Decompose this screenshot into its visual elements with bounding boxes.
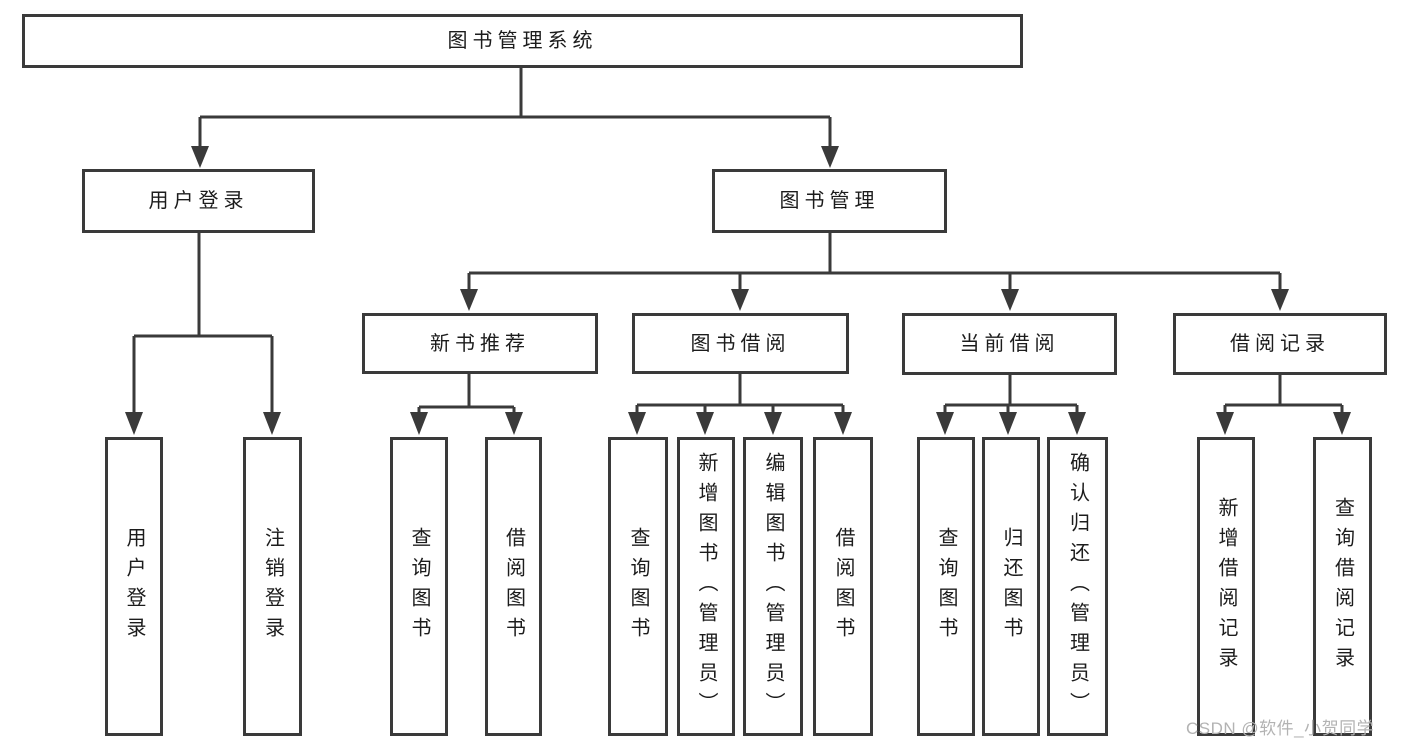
- edges-root: [191, 68, 839, 168]
- node-book-management: 图书管理: [712, 169, 947, 233]
- edges-current-borrow-group: [936, 375, 1086, 435]
- leaf-query-borrow-record: 查询借阅记录: [1313, 437, 1372, 736]
- arrowhead-icon: [1271, 289, 1289, 311]
- leaf-add-borrow-record: 新增借阅记录: [1197, 437, 1255, 736]
- leaf-borrow-books-recommend: 借阅图书: [485, 437, 542, 736]
- leaf-logout: 注销登录: [243, 437, 302, 736]
- leaf-user-login: 用户登录: [105, 437, 163, 736]
- edges-user-login-branch: [125, 233, 281, 435]
- node-current-borrow: 当前借阅: [902, 313, 1117, 375]
- arrowhead-icon: [410, 412, 428, 435]
- csdn-watermark: CSDN @软件_小贺同学: [1186, 719, 1375, 738]
- arrowhead-icon: [263, 412, 281, 435]
- leaf-return-book: 归还图书: [982, 437, 1040, 736]
- arrowhead-icon: [936, 412, 954, 435]
- node-borrow-records: 借阅记录: [1173, 313, 1387, 375]
- leaf-add-book-admin: 新增图书（管理员）: [677, 437, 735, 736]
- leaf-borrow-books-borrow: 借阅图书: [813, 437, 873, 736]
- arrowhead-icon: [821, 146, 839, 168]
- arrowhead-icon: [628, 412, 646, 435]
- arrowhead-icon: [1333, 412, 1351, 435]
- edges-new-book-recommend-group: [410, 374, 523, 435]
- arrowhead-icon: [125, 412, 143, 435]
- node-new-book-recommend: 新书推荐: [362, 313, 598, 374]
- arrowhead-icon: [191, 146, 209, 168]
- arrowhead-icon: [460, 289, 478, 311]
- arrowhead-icon: [1068, 412, 1086, 435]
- edges-book-borrow-group: [628, 374, 852, 435]
- arrowhead-icon: [764, 412, 782, 435]
- arrowhead-icon: [505, 412, 523, 435]
- leaf-query-books-recommend: 查询图书: [390, 437, 448, 736]
- leaf-query-books-borrow: 查询图书: [608, 437, 668, 736]
- leaf-edit-book-admin: 编辑图书（管理员）: [743, 437, 803, 736]
- arrowhead-icon: [1001, 289, 1019, 311]
- node-book-borrow: 图书借阅: [632, 313, 849, 374]
- arrowhead-icon: [731, 289, 749, 311]
- arrowhead-icon: [999, 412, 1017, 435]
- leaf-confirm-return-admin: 确认归还（管理员）: [1047, 437, 1108, 736]
- arrowhead-icon: [696, 412, 714, 435]
- arrowhead-icon: [1216, 412, 1234, 435]
- node-user-login: 用户登录: [82, 169, 315, 233]
- arrowhead-icon: [834, 412, 852, 435]
- leaf-query-books-current: 查询图书: [917, 437, 975, 736]
- node-library-management-system: 图书管理系统: [22, 14, 1023, 68]
- edges-borrow-records-group: [1216, 375, 1351, 435]
- edges-book-management-branch: [460, 233, 1289, 311]
